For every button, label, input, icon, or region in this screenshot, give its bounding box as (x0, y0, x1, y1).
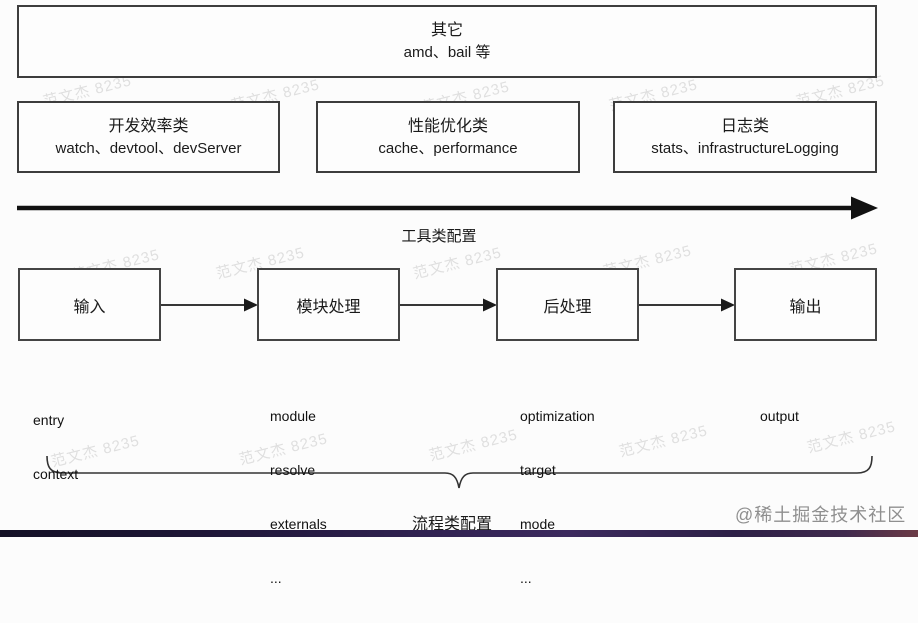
category-title: 性能优化类 (407, 117, 488, 135)
tool-axis-arrow-head-icon (851, 196, 878, 220)
flow-options-input: entry context (33, 375, 78, 519)
faint-watermark: 范文杰 8235 (427, 426, 520, 465)
faint-watermark: 范文杰 8235 (411, 244, 504, 283)
flow-options-output: output (760, 371, 799, 461)
faint-watermark: 范文杰 8235 (617, 422, 710, 461)
option-item: externals (270, 516, 327, 532)
tool-section-label: 工具类配置 (401, 228, 477, 245)
category-title: 开发效率类 (108, 117, 189, 135)
flow-arrow-2-head-icon (483, 298, 497, 312)
category-items: stats、infrastructureLogging (651, 139, 839, 157)
flow-section-label: 流程类配置 (411, 516, 492, 533)
flow-arrow-3-head-icon (721, 298, 735, 312)
bottom-edge-bar (0, 530, 918, 537)
flow-step-label: 输出 (789, 298, 822, 316)
option-item: target (520, 462, 556, 478)
category-title: 其它 (430, 22, 463, 40)
category-box-other: 其它 amd、bail 等 (17, 5, 877, 78)
flow-step-label: 模块处理 (296, 298, 361, 316)
flow-step-module-processing: 模块处理 (257, 268, 400, 341)
flow-options-module: module resolve externals ... (270, 371, 327, 623)
brand-watermark: @稀土掘金技术社区 (735, 505, 907, 525)
flow-step-post-processing: 后处理 (496, 268, 639, 341)
category-items: amd、bail 等 (403, 44, 491, 62)
option-item: output (760, 408, 799, 424)
option-item: mode (520, 516, 556, 532)
flow-brace-icon (46, 455, 873, 489)
category-title: 日志类 (720, 117, 769, 135)
option-item: optimization (520, 408, 595, 424)
flow-step-label: 输入 (73, 298, 106, 316)
option-item: module (270, 408, 316, 424)
option-item: resolve (270, 462, 316, 478)
option-item: entry (33, 412, 65, 428)
option-item: ... (270, 570, 282, 586)
category-box-dev-efficiency: 开发效率类 watch、devtool、devServer (17, 101, 280, 173)
diagram-canvas: 范文杰 8235 范文杰 8235 范文杰 8235 范文杰 8235 范文杰 … (0, 5, 918, 586)
flow-step-output: 输出 (734, 268, 877, 341)
flow-step-label: 后处理 (543, 298, 592, 316)
option-item: context (33, 466, 79, 482)
option-item: ... (520, 570, 532, 586)
flow-step-input: 输入 (18, 268, 161, 341)
flow-options-post: optimization target mode ... (520, 371, 595, 623)
faint-watermark: 范文杰 8235 (805, 418, 898, 457)
category-box-performance: 性能优化类 cache、performance (316, 101, 580, 173)
flow-arrow-1-head-icon (244, 298, 258, 312)
category-box-logging: 日志类 stats、infrastructureLogging (613, 101, 877, 173)
category-items: cache、performance (378, 139, 518, 157)
category-items: watch、devtool、devServer (55, 139, 242, 157)
